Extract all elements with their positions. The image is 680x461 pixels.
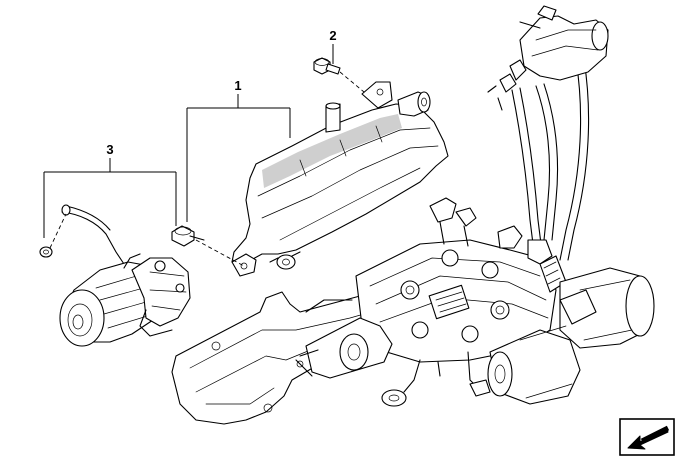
callout-2: 2 <box>329 28 336 43</box>
hydraulic-cylinder <box>295 317 393 379</box>
callout-1-leader <box>186 94 291 222</box>
leader-lines <box>43 44 334 238</box>
hydraulic-pipes <box>487 59 590 261</box>
callout-3-leader <box>43 158 177 238</box>
pressure-valve-unit <box>499 5 609 93</box>
sensor-cables <box>305 299 491 407</box>
part-3-grommet <box>39 246 53 258</box>
part-1-control-unit <box>171 81 449 277</box>
callout-3: 3 <box>106 142 113 157</box>
mounting-bracket <box>171 291 385 425</box>
part-2-bolt <box>313 57 365 93</box>
part-3-pump-motor <box>39 204 191 347</box>
part-1-bolt-axis <box>195 239 245 267</box>
part-1-bolt <box>171 225 205 247</box>
valve-block <box>355 239 557 363</box>
callout-1: 1 <box>234 78 241 93</box>
arrow-down-left-icon[interactable] <box>619 418 675 456</box>
background-assembly <box>171 5 655 425</box>
starter-motor <box>487 267 655 405</box>
